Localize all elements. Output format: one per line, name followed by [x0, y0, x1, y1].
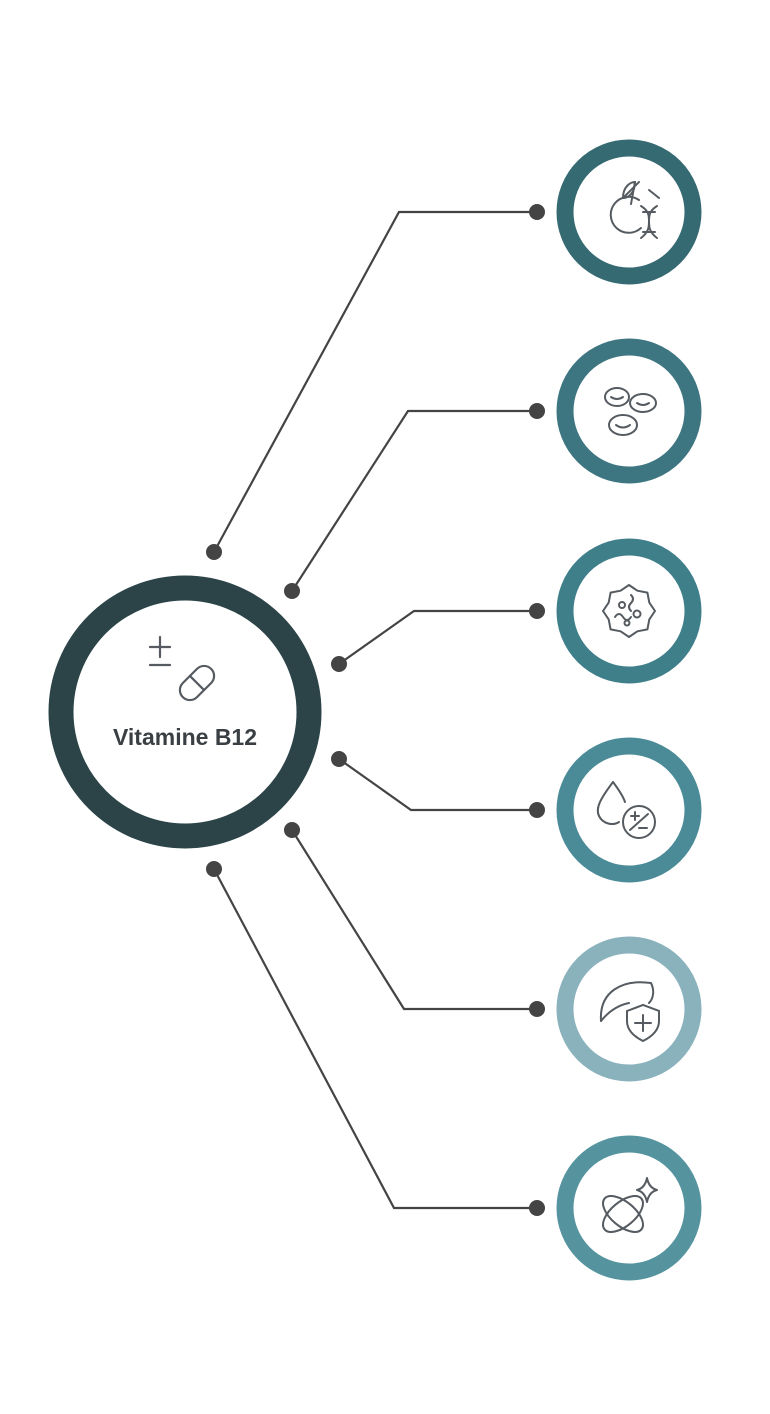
benefit-node-ring: [556, 1135, 702, 1281]
benefit-node: [556, 737, 702, 883]
benefit-node-ring: [556, 936, 702, 1082]
connector-end-dot: [529, 1001, 545, 1017]
connector-start-dot: [284, 822, 300, 838]
benefit-node: [556, 538, 702, 684]
connector-end-dot: [529, 802, 545, 818]
supplement-capsule-plus-minus-icon: [148, 635, 216, 702]
connectors: [206, 204, 545, 1216]
leaf-shield-icon: [599, 981, 660, 1043]
connector-line: [338, 609, 537, 665]
connector-line: [213, 868, 537, 1210]
connector-start-dot: [284, 583, 300, 599]
benefit-node: [556, 338, 702, 484]
connector-line: [291, 829, 537, 1011]
center-node: [48, 575, 322, 849]
connector-end-dot: [529, 603, 545, 619]
drop-balance-icon: [596, 781, 656, 839]
benefit-node-ring: [556, 139, 702, 285]
orbit-sparkle-icon: [602, 1177, 658, 1233]
connector-start-dot: [331, 656, 347, 672]
benefit-node: [556, 1135, 702, 1281]
red-blood-cells-icon: [604, 387, 657, 436]
metabolism-dna-icon: [609, 180, 660, 239]
benefit-nodes: [556, 139, 702, 1281]
center-ring: [48, 575, 322, 849]
connector-end-dot: [529, 1200, 545, 1216]
connector-line: [291, 409, 537, 592]
connector-line: [338, 758, 537, 812]
connector-end-dot: [529, 403, 545, 419]
center-label: Vitamine B12: [112, 724, 258, 750]
connector-start-dot: [206, 544, 222, 560]
benefit-node-ring: [556, 338, 702, 484]
benefit-node: [556, 139, 702, 285]
cell-nucleus-icon: [602, 584, 656, 638]
connector-start-dot: [331, 751, 347, 767]
benefit-node-ring: [556, 538, 702, 684]
benefit-node: [556, 936, 702, 1082]
connector-end-dot: [529, 204, 545, 220]
connector-line: [213, 210, 537, 553]
connector-start-dot: [206, 861, 222, 877]
